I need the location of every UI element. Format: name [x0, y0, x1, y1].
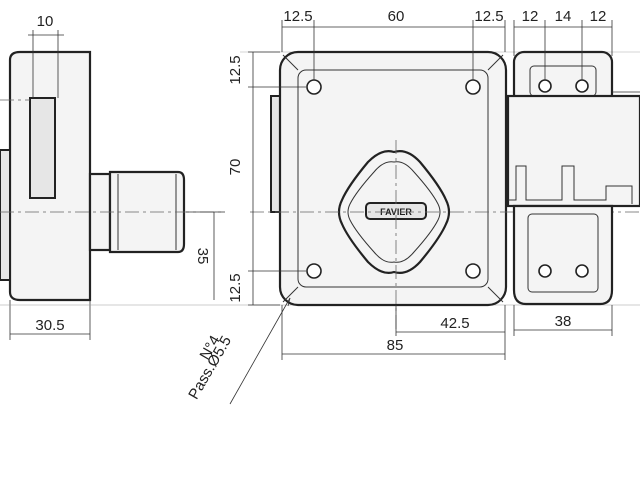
front-view-dim-top-left: 12.5 [283, 8, 312, 25]
keeper-view: 12 14 12 38 [506, 8, 640, 336]
keeper-view-hole-3 [538, 264, 552, 278]
keeper-view-hole-2 [575, 79, 589, 93]
side-view: 10 30.5 35 [0, 13, 640, 340]
front-view-dim-top-middle: 60 [388, 8, 405, 25]
keeper-view-dim-top-2: 14 [555, 8, 572, 25]
front-view-hole-top-right [465, 79, 481, 95]
keeper-view-dim-top-1: 12 [522, 8, 539, 25]
side-view-dim-bottom: 30.5 [35, 317, 64, 334]
front-view-dim-left-top: 12.5 [227, 55, 244, 84]
front-view-hole-top-left [306, 79, 322, 95]
front-view-dim-left-bottom: 12.5 [227, 273, 244, 302]
side-view-bolt-slot [29, 97, 56, 199]
side-view-dim-vertical: 35 [194, 248, 211, 265]
front-view-dim-left-middle: 70 [227, 159, 244, 176]
front-view: FAVIER 12.5 60 12.5 12.5 70 12.5 42.5 85… [185, 8, 640, 405]
front-view-dim-top-right: 12.5 [474, 8, 503, 25]
front-view-dim-bottom-inner: 42.5 [440, 315, 469, 332]
keeper-view-dim-bottom: 38 [555, 313, 572, 330]
front-view-hole-bottom-left [306, 263, 322, 279]
keeper-view-bolt-profile [508, 165, 633, 204]
front-view-dim-bottom-total: 85 [387, 337, 404, 354]
keeper-view-hole-4 [575, 264, 589, 278]
front-view-knob-label: FAVIER [380, 207, 412, 217]
keeper-view-hole-1 [538, 79, 552, 93]
side-view-cylinder [108, 170, 186, 254]
keeper-view-lower-bracket [512, 204, 614, 306]
side-view-dim-top: 10 [37, 13, 54, 30]
side-view-mount-plate [0, 149, 11, 281]
front-view-inner-plate [297, 69, 489, 288]
keeper-view-dim-top-3: 12 [590, 8, 607, 25]
front-view-hole-bottom-right [465, 263, 481, 279]
